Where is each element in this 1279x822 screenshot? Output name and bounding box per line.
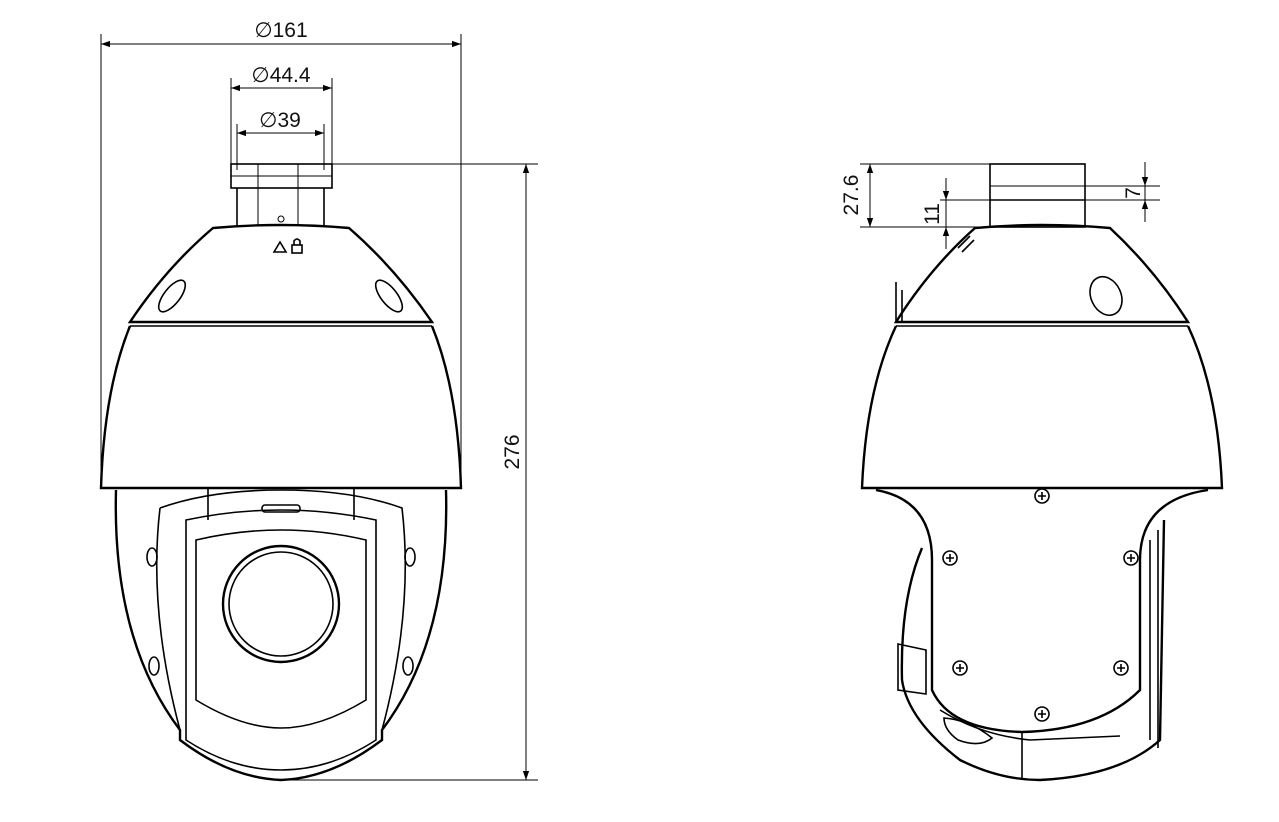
side-lower-housing	[875, 488, 1209, 782]
dimension-ring-height: 7	[1122, 162, 1149, 222]
screw-icon	[1113, 660, 1129, 676]
dimension-thread-height: 11	[921, 178, 950, 249]
triangle-icon	[272, 240, 288, 253]
front-pipe-mount	[230, 163, 333, 226]
side-view: 27.6 11 7	[840, 162, 1224, 782]
front-extension-lines	[100, 34, 538, 781]
front-view: ∅161 ∅44.4 ∅39 276	[99, 19, 538, 782]
dimension-pipe-inner-diameter-label: ∅39	[259, 109, 301, 132]
side-pipe-mount	[989, 163, 1086, 228]
dimension-thread-height-label: 11	[921, 203, 944, 225]
dimension-pipe-outer-diameter: ∅44.4	[231, 64, 332, 92]
front-upper-dome	[127, 223, 435, 327]
dimension-pipe-outer-diameter-label: ∅44.4	[251, 64, 310, 87]
dimension-outer-diameter: ∅161	[101, 19, 461, 48]
side-main-body	[860, 325, 1224, 490]
dimension-ring-height-label: 7	[1122, 187, 1145, 199]
dimension-mount-height-label: 27.6	[840, 175, 863, 216]
screw-icon	[1123, 550, 1139, 566]
lock-icon	[291, 244, 303, 254]
dimension-outer-diameter-label: ∅161	[254, 19, 307, 42]
dimension-pipe-inner-diameter: ∅39	[237, 109, 324, 137]
front-lower-housing	[114, 488, 448, 782]
dimension-height: 276	[501, 164, 530, 780]
dimension-height-label: 276	[501, 434, 524, 469]
camera-lens	[195, 529, 367, 729]
screw-icon	[1034, 706, 1050, 722]
screw-icon	[952, 660, 968, 676]
side-extension-lines	[860, 163, 1160, 228]
side-screws	[942, 488, 1139, 722]
dimension-mount-height: 27.6	[840, 164, 874, 227]
screw-icon	[1034, 488, 1050, 504]
screw-icon	[942, 550, 958, 566]
side-upper-dome	[893, 223, 1191, 327]
front-main-body	[99, 325, 463, 490]
warning-symbol-icons	[272, 238, 303, 254]
